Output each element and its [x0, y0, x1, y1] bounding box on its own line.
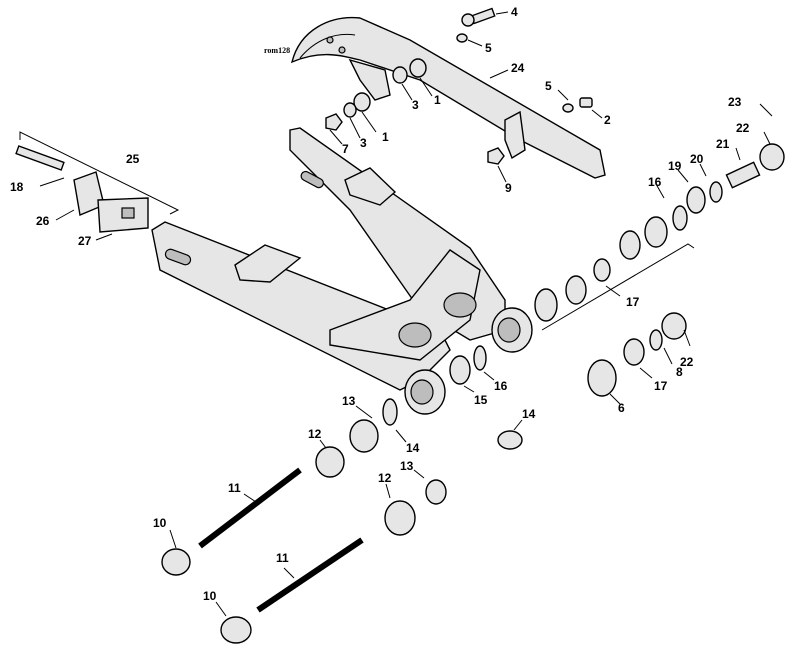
callout-12: 12	[378, 471, 392, 485]
callout-3: 3	[412, 98, 419, 112]
callout-25: 25	[126, 152, 140, 166]
callout-19: 19	[668, 159, 682, 173]
callout-26: 26	[36, 214, 50, 228]
callout-5: 5	[485, 41, 492, 55]
callout-4: 4	[511, 5, 518, 19]
lower-left-parts	[161, 345, 487, 644]
belt-guard	[290, 16, 606, 179]
callout-22: 22	[680, 355, 694, 369]
callout-23: 23	[728, 95, 742, 109]
callout-11: 11	[276, 551, 289, 565]
callout-24: 24	[511, 61, 525, 75]
callout-15: 15	[474, 393, 488, 407]
callout-8: 8	[676, 365, 683, 379]
callout-13: 13	[342, 394, 356, 408]
reference-code: rom128	[264, 46, 290, 55]
callout-11: 11	[228, 481, 241, 495]
upper-hardware	[325, 7, 593, 165]
callout-10: 10	[153, 516, 167, 530]
callout-17: 17	[626, 295, 640, 309]
callout-22: 22	[736, 121, 750, 135]
callout-6: 6	[618, 401, 625, 415]
callout-27: 27	[78, 234, 92, 248]
callout-1: 1	[434, 93, 441, 107]
callout-18: 18	[10, 180, 24, 194]
callout-13: 13	[400, 459, 414, 473]
swingarm	[151, 127, 533, 415]
callout-16: 16	[494, 379, 508, 393]
right-pivot-stack	[534, 143, 785, 331]
callout-21: 21	[716, 137, 730, 151]
callout-7: 7	[342, 142, 349, 156]
axle-adjuster-group	[15, 131, 180, 233]
callout-16: 16	[648, 175, 662, 189]
callout-3: 3	[360, 136, 367, 150]
callouts: 4 5 24 5 2 1 3 1 3 7 9 23 22 21 20 19 16…	[10, 5, 750, 603]
callout-20: 20	[690, 152, 704, 166]
callout-9: 9	[505, 181, 512, 195]
callout-17: 17	[654, 379, 668, 393]
callout-10: 10	[203, 589, 217, 603]
callout-14: 14	[522, 407, 536, 421]
leader-lines	[39, 11, 773, 617]
callout-12: 12	[308, 427, 322, 441]
callout-2: 2	[604, 113, 611, 127]
callout-14: 14	[406, 441, 420, 455]
callout-1: 1	[382, 130, 389, 144]
lower-right-parts	[497, 312, 687, 450]
callout-5: 5	[545, 79, 552, 93]
